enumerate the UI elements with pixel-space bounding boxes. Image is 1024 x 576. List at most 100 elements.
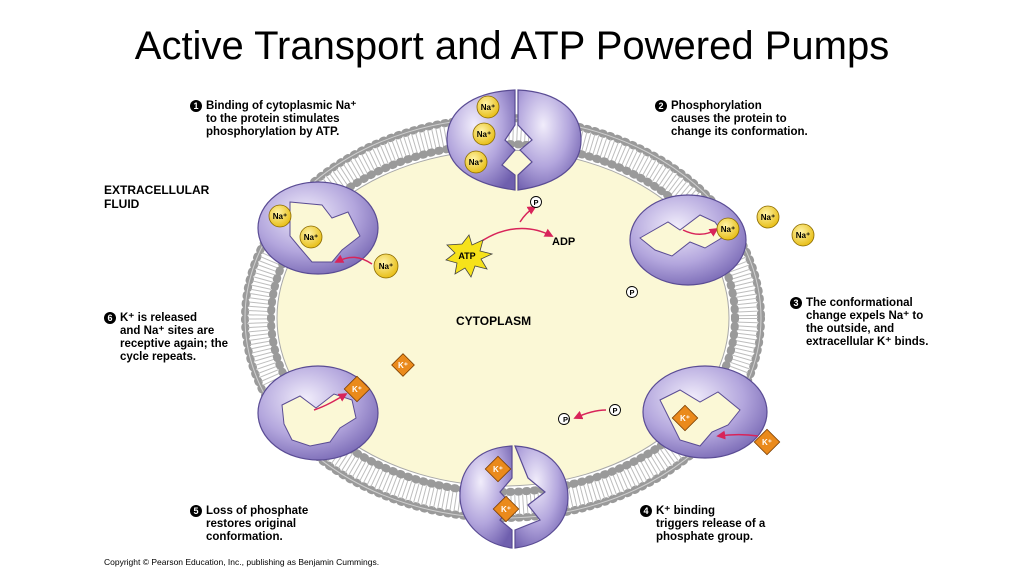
na-ion: Na⁺ bbox=[756, 205, 780, 229]
step-3-annotation: 3 The conformational change expels Na⁺ to… bbox=[790, 297, 928, 349]
step-2-annotation: 2 Phosphorylation causes the protein to c… bbox=[655, 100, 808, 139]
step-2-number: 2 bbox=[655, 100, 667, 112]
k-binding-arrow bbox=[716, 430, 759, 440]
na-ion-circle bbox=[791, 223, 815, 247]
k-release-arrow bbox=[313, 393, 348, 411]
step-4-annotation: 4 K⁺ binding triggers release of a phosph… bbox=[640, 505, 765, 544]
inorganic-phosphate-icon bbox=[558, 413, 570, 425]
potassium-ions: K⁺ K⁺ K⁺ K⁺ K⁺ K⁺ bbox=[343, 353, 781, 523]
k-ion-diamond bbox=[484, 455, 512, 483]
k-ion-diamond bbox=[343, 375, 371, 403]
pump-protein-right-lower-channel bbox=[659, 389, 741, 447]
pump-protein-top bbox=[446, 89, 582, 191]
k-ion-label: K⁺ bbox=[501, 505, 511, 514]
na-ion-label: Na⁺ bbox=[761, 213, 775, 222]
pump-protein-top-right-half bbox=[517, 89, 582, 191]
k-ion-label: K⁺ bbox=[352, 385, 362, 394]
adp-label: ADP bbox=[552, 236, 575, 248]
step-1-number: 1 bbox=[190, 100, 202, 112]
na-ion-label: Na⁺ bbox=[469, 158, 483, 167]
step-3-number: 3 bbox=[790, 297, 802, 309]
na-ion-circle bbox=[299, 225, 323, 249]
atp-burst-icon bbox=[445, 234, 494, 278]
atp-label: ATP bbox=[458, 251, 475, 261]
slide-title: Active Transport and ATP Powered Pumps bbox=[134, 24, 890, 68]
step-5-annotation: 5 Loss of phosphate restores original con… bbox=[190, 505, 308, 544]
phosphate-loss-arrow bbox=[573, 409, 607, 420]
copyright-notice: Copyright © Pearson Education, Inc., pub… bbox=[104, 557, 380, 567]
k-ion: K⁺ bbox=[484, 455, 512, 483]
pump-protein-left-lower-channel bbox=[281, 393, 357, 447]
na-ion: Na⁺ bbox=[464, 150, 488, 174]
na-ion-label: Na⁺ bbox=[379, 262, 393, 271]
pump-protein-right-lower bbox=[642, 365, 768, 459]
phosphate-right-upper-icon bbox=[626, 286, 638, 298]
step-1-text: Binding of cytoplasmic Na⁺ to the protei… bbox=[206, 100, 357, 138]
phosphate-right-upper-label: P bbox=[629, 288, 634, 297]
na-ion: Na⁺ bbox=[716, 217, 740, 241]
na-ion: Na⁺ bbox=[373, 253, 399, 279]
atp-molecule: ATP bbox=[445, 234, 494, 278]
na-ion: Na⁺ bbox=[268, 204, 292, 228]
step-4-number: 4 bbox=[640, 505, 652, 517]
step-6-number: 6 bbox=[104, 312, 116, 324]
step-4-text: K⁺ binding triggers release of a phospha… bbox=[656, 505, 766, 543]
phosphate-top: P bbox=[530, 196, 542, 208]
phosphate-right-lower-label: P bbox=[612, 406, 617, 415]
k-ion-diamond bbox=[391, 353, 415, 377]
na-ion-circle bbox=[716, 217, 740, 241]
na-entry-arrow bbox=[334, 254, 373, 265]
na-ion-label: Na⁺ bbox=[481, 103, 495, 112]
k-ion: K⁺ bbox=[391, 353, 415, 377]
step-6-text: K⁺ is released and Na⁺ sites are recepti… bbox=[120, 312, 229, 363]
na-ion: Na⁺ bbox=[791, 223, 815, 247]
k-ion: K⁺ bbox=[671, 404, 699, 432]
k-ion-diamond bbox=[671, 404, 699, 432]
na-ion-label: Na⁺ bbox=[304, 233, 318, 242]
pump-protein-bottom-right-half bbox=[514, 445, 569, 549]
na-ion: Na⁺ bbox=[472, 122, 496, 146]
step-1-annotation: 1 Binding of cytoplasmic Na⁺ to the prote… bbox=[190, 100, 356, 139]
step-6-annotation: 6 K⁺ is released and Na⁺ sites are recept… bbox=[104, 312, 228, 364]
step-5-number: 5 bbox=[190, 505, 202, 517]
na-ion-circle bbox=[464, 150, 488, 174]
k-ion: K⁺ bbox=[492, 495, 520, 523]
na-ion-label: Na⁺ bbox=[796, 231, 810, 240]
na-ion-label: Na⁺ bbox=[721, 225, 735, 234]
phosphate-right-lower: P bbox=[609, 404, 621, 416]
inorganic-phosphate: Pᵢ bbox=[558, 413, 570, 425]
extracellular-fluid-label: EXTRACELLULAR FLUID bbox=[104, 183, 210, 211]
na-ion-label: Na⁺ bbox=[273, 212, 287, 221]
step-5-text: Loss of phosphate restores original conf… bbox=[206, 505, 309, 543]
phosphate-release-to-protein-arrow bbox=[519, 206, 537, 223]
na-ion-circle bbox=[472, 122, 496, 146]
na-ion: Na⁺ bbox=[299, 225, 323, 249]
na-ion: Na⁺ bbox=[476, 95, 500, 119]
k-ion-label: K⁺ bbox=[398, 361, 408, 370]
k-ion-label: K⁺ bbox=[493, 465, 503, 474]
na-ion-circle bbox=[373, 253, 399, 279]
inorganic-phosphate-label: Pᵢ bbox=[563, 415, 569, 424]
na-ion-circle bbox=[756, 205, 780, 229]
k-ion-label: K⁺ bbox=[680, 414, 690, 423]
cytoplasm-label: CYTOPLASM bbox=[456, 314, 531, 328]
k-ion: K⁺ bbox=[753, 428, 781, 456]
phosphate-top-icon bbox=[530, 196, 542, 208]
sodium-ions: Na⁺ Na⁺ Na⁺ Na⁺ Na⁺ Na⁺ Na⁺ Na⁺ Na⁺ bbox=[268, 95, 815, 279]
na-ion-label: Na⁺ bbox=[477, 130, 491, 139]
k-ion: K⁺ bbox=[343, 375, 371, 403]
pump-protein-right-upper bbox=[629, 194, 747, 286]
k-ion-diamond bbox=[492, 495, 520, 523]
na-ion-circle bbox=[476, 95, 500, 119]
k-ion-label: K⁺ bbox=[762, 438, 772, 447]
phosphate-right-upper: P bbox=[626, 286, 638, 298]
phosphate-top-label: P bbox=[533, 198, 538, 207]
na-expel-arrow bbox=[682, 228, 719, 237]
phosphate-right-lower-icon bbox=[609, 404, 621, 416]
na-ion-circle bbox=[268, 204, 292, 228]
step-2-text: Phosphorylation causes the protein to ch… bbox=[671, 100, 808, 138]
pump-protein-left-upper bbox=[257, 181, 379, 275]
step-3-text: The conformational change expels Na⁺ to … bbox=[806, 297, 929, 348]
k-ion-diamond bbox=[753, 428, 781, 456]
